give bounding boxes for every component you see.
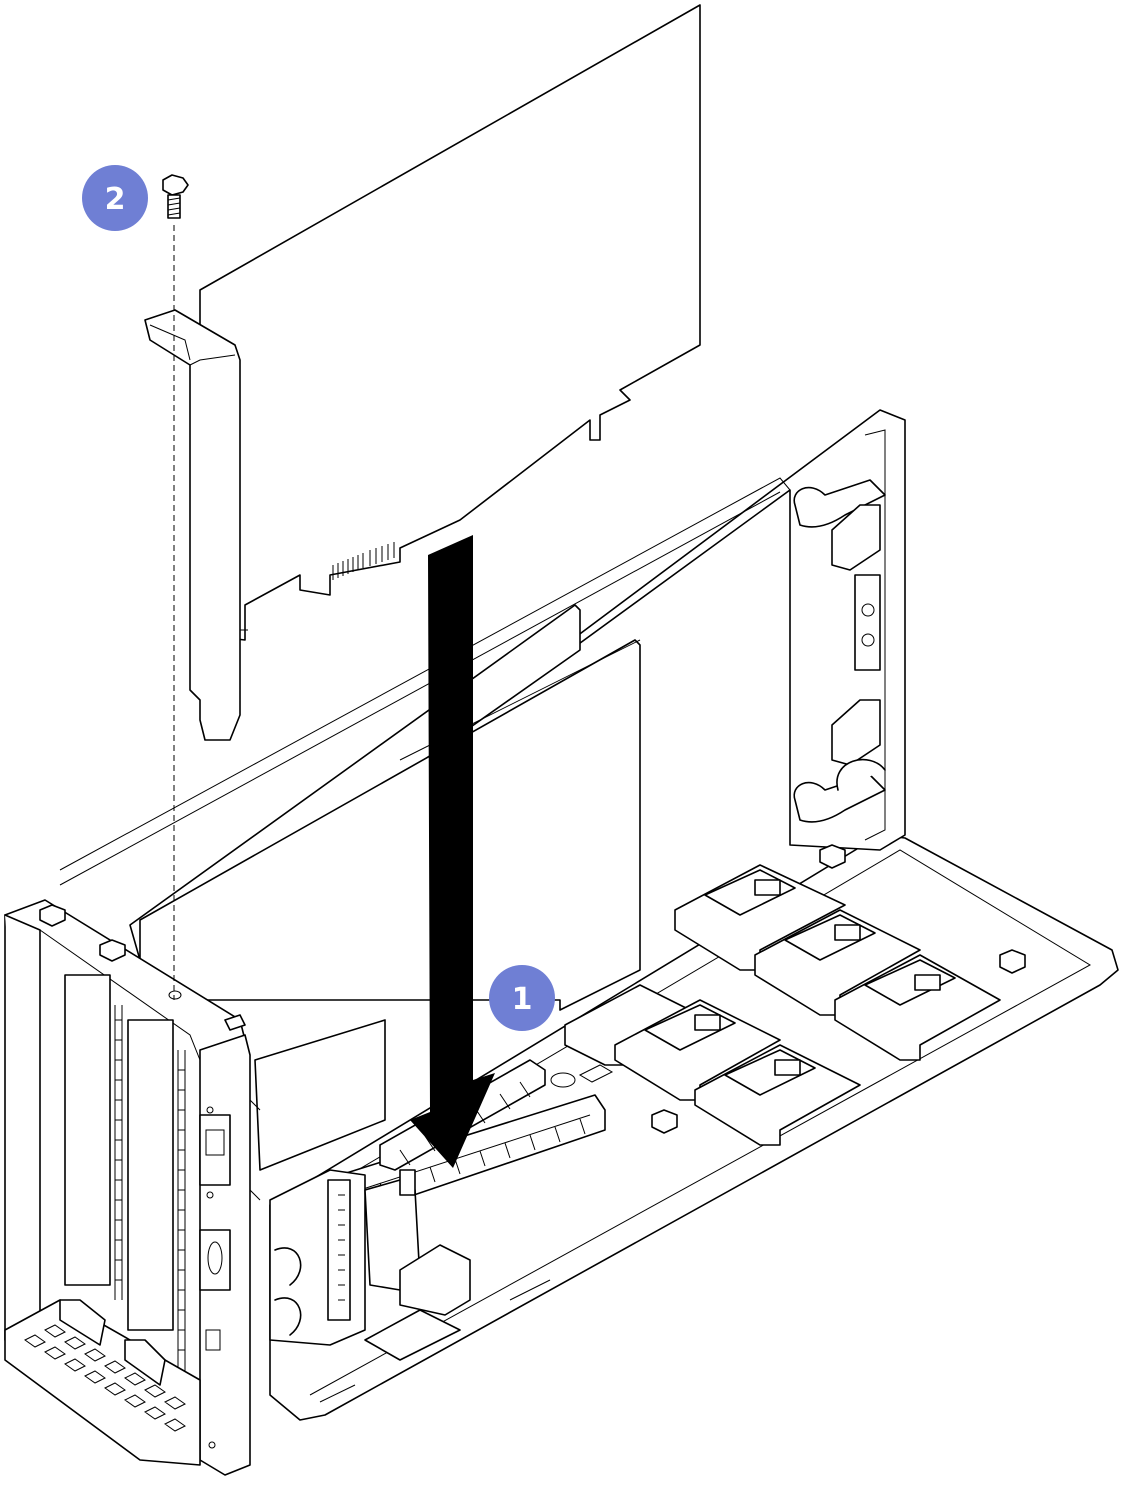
pcie-adapter-card (144, 4, 701, 741)
screw (162, 174, 189, 219)
cable-connector (249, 1099, 471, 1361)
callout-badge-2 (82, 165, 148, 231)
insert-direction-arrow (410, 535, 495, 1168)
callout-label-2: 2 (105, 182, 126, 217)
callout-step-1: 1 (489, 965, 555, 1031)
callout-label-1: 1 (512, 982, 533, 1017)
riser-cage-front-bracket (4, 899, 251, 1476)
callout-step-2: 2 (82, 165, 148, 231)
drive-connectors (550, 844, 1026, 1146)
callout-badge-1 (489, 965, 555, 1031)
